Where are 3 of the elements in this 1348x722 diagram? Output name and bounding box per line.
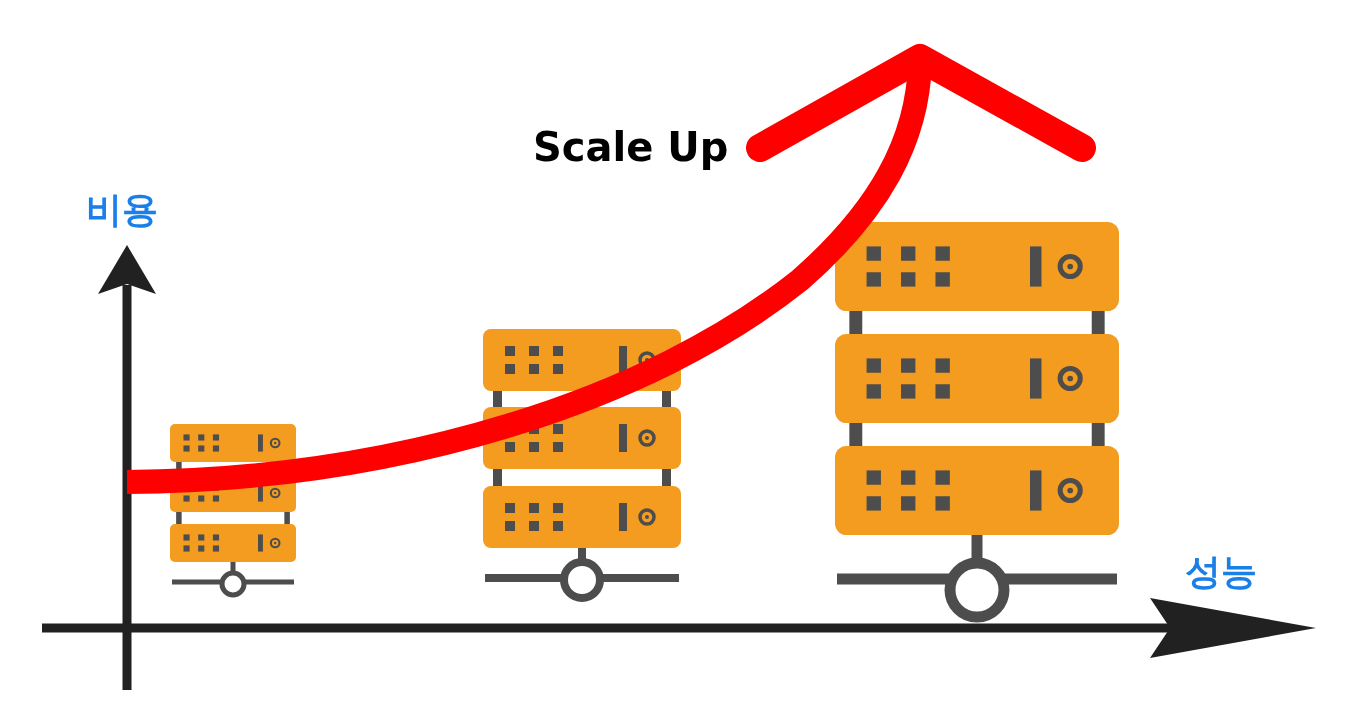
axis-label: 성능 (1185, 552, 1257, 592)
axis-label: 비용 (86, 190, 158, 230)
curve-label: Scale Up (533, 125, 729, 169)
